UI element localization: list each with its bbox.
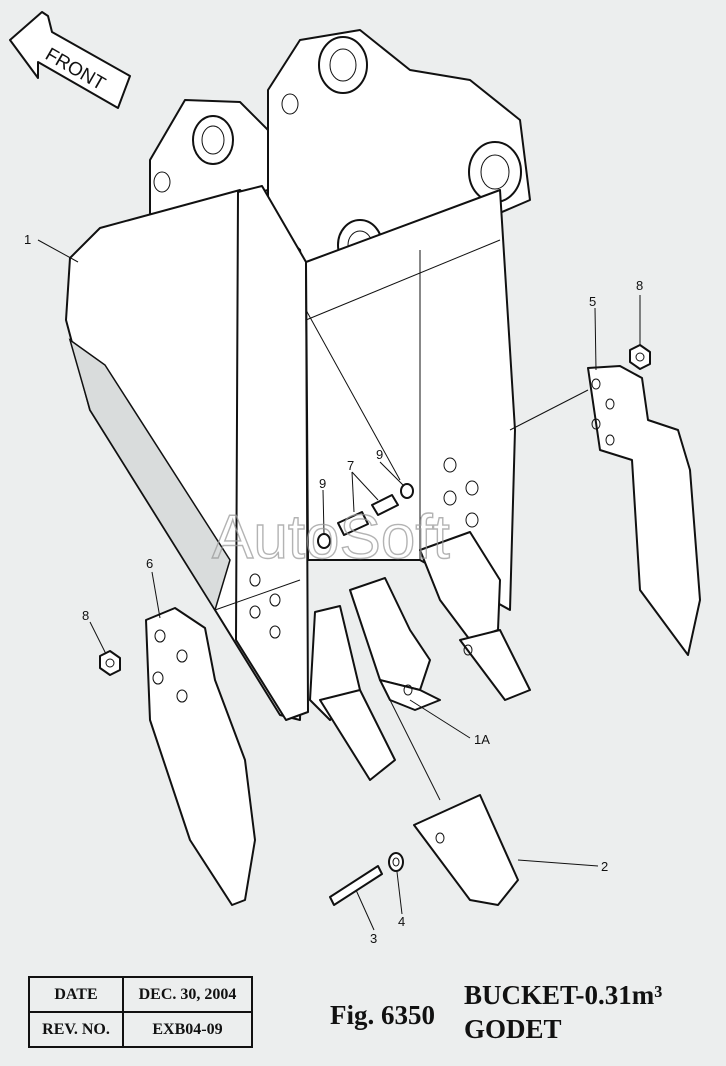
callout-1a: 1A bbox=[474, 732, 490, 747]
washer-right bbox=[400, 483, 414, 499]
callout-9-left: 9 bbox=[319, 476, 326, 491]
watermark: AutoSoft bbox=[212, 503, 450, 572]
callout-8-left: 8 bbox=[82, 608, 89, 623]
callout-8-right: 8 bbox=[636, 278, 643, 293]
callout-1: 1 bbox=[24, 232, 31, 247]
side-cutter-right bbox=[587, 365, 701, 656]
callout-4: 4 bbox=[398, 914, 405, 929]
tooth-pin bbox=[329, 865, 383, 906]
tooth-adapters bbox=[309, 531, 531, 781]
rev-value: EXB04-09 bbox=[122, 1011, 253, 1048]
figure-title-fr: GODET bbox=[464, 1014, 562, 1044]
date-value: DEC. 30, 2004 bbox=[122, 976, 253, 1013]
bucket-body bbox=[65, 29, 531, 721]
tooth-point bbox=[413, 794, 519, 906]
figure-number: Fig. 6350 bbox=[330, 1000, 435, 1030]
callout-3: 3 bbox=[370, 931, 377, 946]
callout-5: 5 bbox=[589, 294, 596, 309]
front-arrow-icon: FRONT bbox=[9, 11, 131, 109]
callout-9-right: 9 bbox=[376, 447, 383, 462]
callout-2: 2 bbox=[601, 859, 608, 874]
callout-6: 6 bbox=[146, 556, 153, 571]
nut-right bbox=[629, 344, 651, 370]
figure-title-en: BUCKET-0.31m³ bbox=[464, 980, 663, 1010]
rev-label: REV. NO. bbox=[28, 1011, 124, 1048]
date-label: DATE bbox=[28, 976, 124, 1013]
lock-washer bbox=[388, 852, 404, 872]
leader-lines bbox=[37, 239, 641, 931]
callouts: 1 5 8 6 8 7 9 9 1A 2 3 4 bbox=[24, 232, 643, 946]
bolt-upper bbox=[371, 494, 399, 516]
callout-7: 7 bbox=[347, 458, 354, 473]
side-cutter-left bbox=[145, 607, 256, 906]
bolt-lower bbox=[337, 511, 369, 536]
title-block: DATE DEC. 30, 2004 REV. NO. EXB04-09 bbox=[28, 976, 253, 1048]
nut-left bbox=[99, 650, 121, 676]
